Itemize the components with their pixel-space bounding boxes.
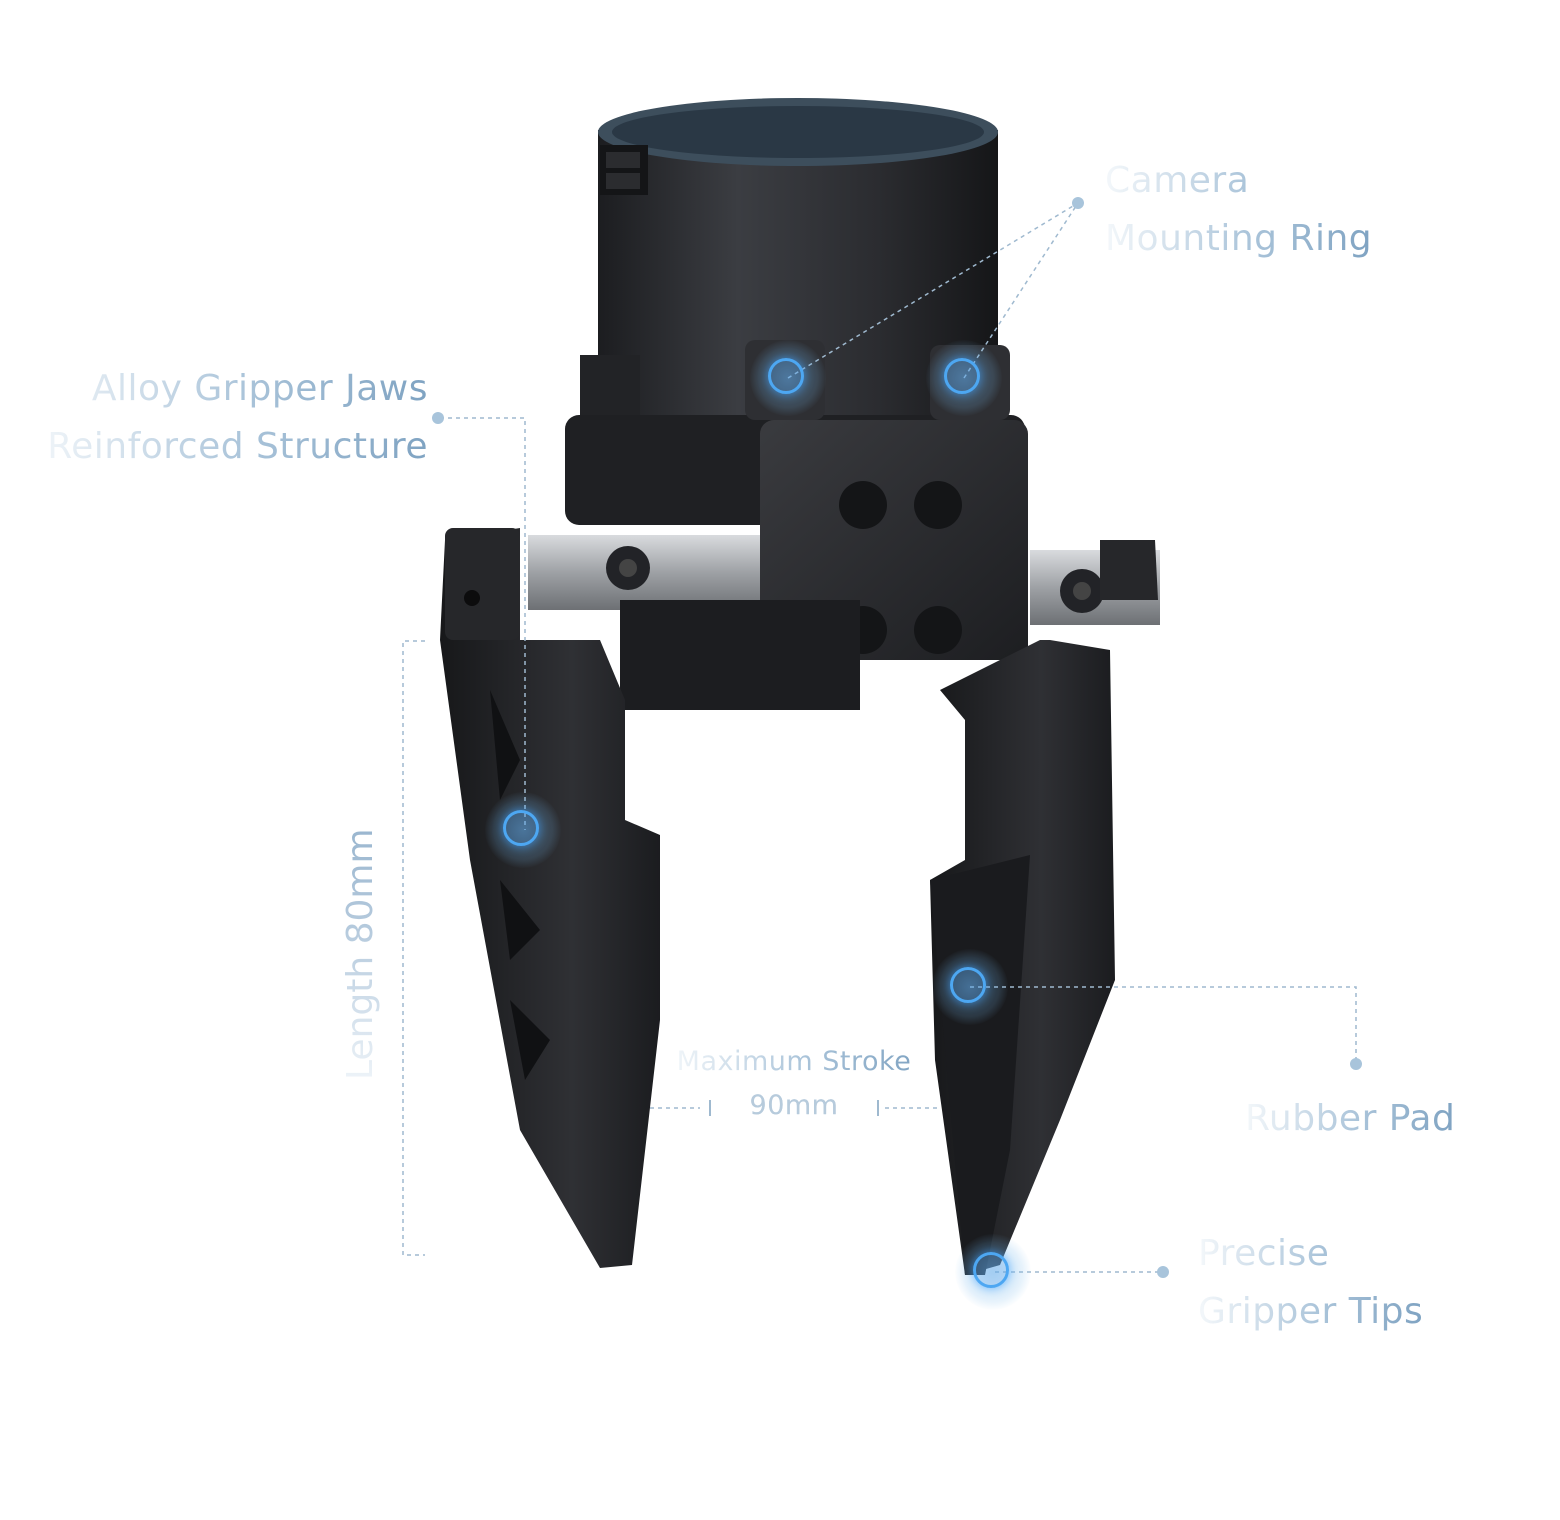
hotspot-ring-right[interactable] — [926, 340, 1002, 416]
label-alloy-jaws-line2: Reinforced Structure — [47, 426, 428, 467]
label-tips-line2: Gripper Tips — [1198, 1291, 1424, 1332]
label-alloy-jaws-line1: Alloy Gripper Jaws — [91, 368, 428, 409]
hotspot-jaw[interactable] — [485, 792, 561, 868]
label-tips-line1: Precise — [1198, 1233, 1330, 1274]
hotspot-rubber-pad[interactable] — [932, 949, 1008, 1025]
hotspot-tips[interactable] — [955, 1234, 1031, 1310]
label-stroke-line1: Maximum Stroke — [676, 1046, 912, 1077]
label-alloy-jaws: Alloy Gripper Jaws Reinforced Structure — [30, 360, 428, 476]
label-stroke: Maximum Stroke 90mm — [668, 1040, 920, 1128]
label-length: Length 80mm — [340, 828, 381, 1080]
leader-dots — [432, 197, 1362, 1278]
label-camera-ring-line1: Camera — [1105, 160, 1250, 201]
label-camera-ring-line2: Mounting Ring — [1105, 218, 1373, 259]
label-tips: Precise Gripper Tips — [1198, 1225, 1423, 1341]
camera-mount-cylinder — [580, 98, 998, 445]
left-jaw — [440, 528, 660, 1268]
leader-lines — [402, 202, 1357, 1273]
center-block — [620, 420, 1028, 710]
hotspot-ring-left[interactable] — [750, 340, 826, 416]
stroke-ticks — [709, 1100, 879, 1116]
label-camera-ring: Camera Mounting Ring — [1105, 152, 1372, 268]
right-jaw — [930, 540, 1158, 1275]
label-stroke-line2: 90mm — [749, 1090, 839, 1121]
label-rubber-pad: Rubber Pad — [1245, 1090, 1455, 1148]
